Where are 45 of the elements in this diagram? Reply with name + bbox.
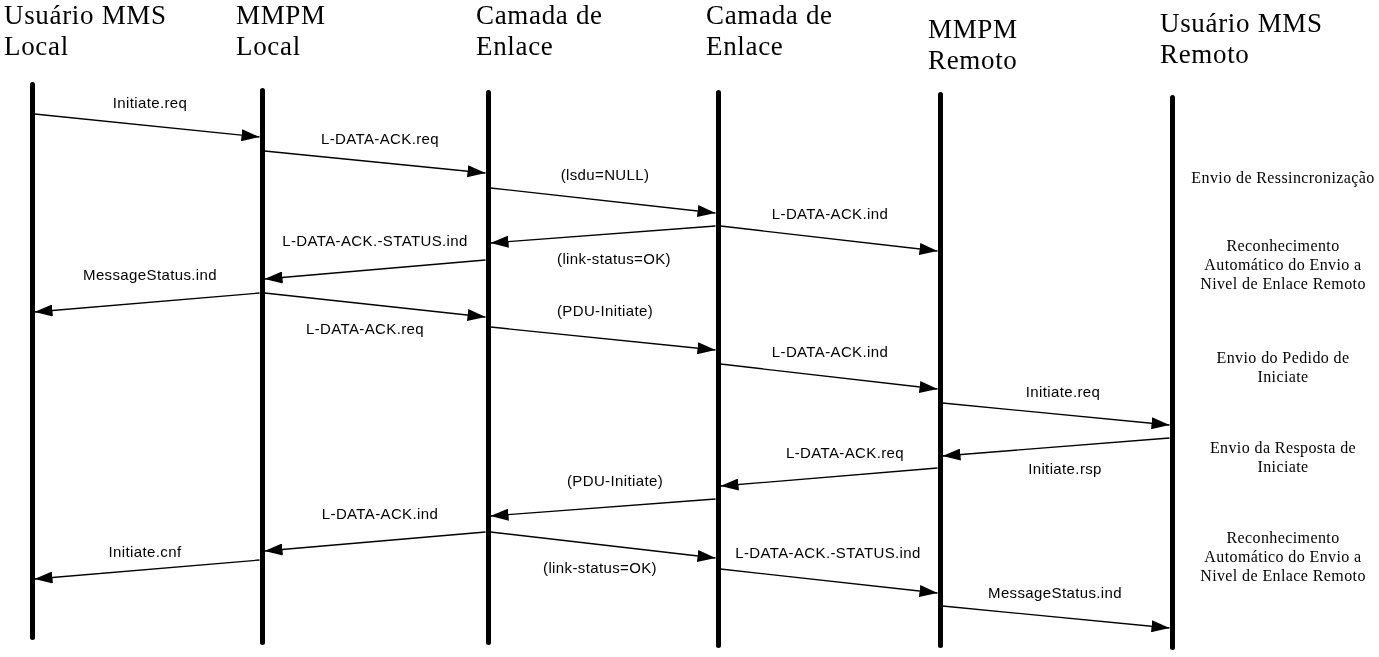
lifeline-header: MMPM Local xyxy=(236,0,327,62)
phase-note: Envio de Ressincronização xyxy=(1190,168,1376,187)
lifeline xyxy=(937,92,943,648)
message-label: MessageStatus.ind xyxy=(81,266,219,283)
message-arrow xyxy=(489,187,717,217)
message-arrow xyxy=(489,326,717,355)
message-label: L-DATA-ACK.-STATUS.ind xyxy=(280,232,470,249)
message-arrow xyxy=(489,225,717,248)
lifeline-header: Camada de Enlace xyxy=(476,0,604,62)
message-arrow xyxy=(33,113,261,142)
lifeline xyxy=(1169,95,1175,650)
phase-note: Reconhecimento Automático do Envio a Nivel de Enlace Remoto xyxy=(1199,236,1367,293)
message-arrow xyxy=(719,225,939,255)
lifeline-header: Usuário MMS Local xyxy=(4,0,168,62)
lifeline-header: MMPM Remoto xyxy=(928,14,1019,76)
lifeline xyxy=(29,82,35,640)
message-arrow xyxy=(719,467,939,491)
lifeline xyxy=(259,88,265,645)
message-label: Initiate.cnf xyxy=(106,543,184,560)
message-arrow xyxy=(719,568,939,597)
message-arrow xyxy=(941,402,1171,430)
message-label: (lsdu=NULL) xyxy=(558,166,652,183)
message-label: MessageStatus.ind xyxy=(986,584,1124,601)
message-label: Initiate.rsp xyxy=(1026,460,1104,477)
message-arrow xyxy=(263,292,487,321)
message-arrow xyxy=(719,363,939,393)
lifeline xyxy=(715,90,721,648)
lifeline xyxy=(485,90,491,645)
phase-note: Envio da Resposta de Iniciate xyxy=(1208,438,1358,476)
lifeline-header: Usuário MMS Remoto xyxy=(1160,8,1324,70)
message-arrow xyxy=(263,531,487,556)
message-arrow xyxy=(33,559,261,584)
lifeline-header: Camada de Enlace xyxy=(706,0,834,62)
message-arrow xyxy=(489,531,717,562)
phase-note: Reconhecimento Automático do Envio a Nivel de Enlace Remoto xyxy=(1199,528,1367,585)
message-arrow xyxy=(33,292,261,317)
message-arrow xyxy=(263,150,487,178)
message-label: (link-status=OK) xyxy=(541,559,659,576)
message-arrow xyxy=(263,259,487,284)
message-label: (link-status=OK) xyxy=(555,250,673,267)
message-label: L-DATA-ACK.-STATUS.ind xyxy=(733,544,923,561)
message-arrow xyxy=(941,605,1171,633)
phase-note: Envio do Pedido de Iniciate xyxy=(1215,348,1351,386)
message-arrow xyxy=(489,498,717,521)
message-arrow xyxy=(941,437,1171,461)
